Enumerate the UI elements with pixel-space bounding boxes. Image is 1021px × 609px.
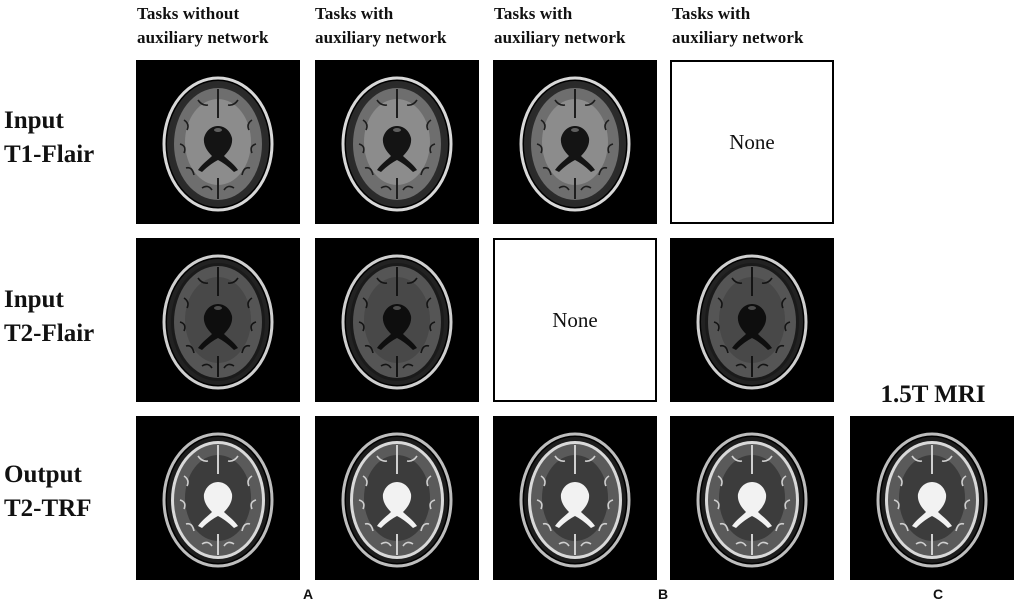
mri-slice-t1-col1 [136, 60, 300, 224]
column-header-2-line2: auxiliary network [315, 28, 447, 47]
panel-label-b: B [657, 586, 669, 602]
brain-slice-graphic [493, 416, 657, 580]
column-header-3-line1: Tasks with [494, 4, 573, 23]
row-label-input-t2: Input T2-Flair [4, 283, 132, 351]
column-header-4: Tasks with auxiliary network [672, 2, 862, 50]
column-header-1-line1: Tasks without [137, 4, 240, 23]
row-label-input-t1-line1: Input [4, 107, 64, 134]
column-header-4-line2: auxiliary network [672, 28, 804, 47]
mri-slice-t1-col2 [315, 60, 479, 224]
mri-slice-t1-col3 [493, 60, 657, 224]
row-label-output-line2: T2-TRF [4, 495, 92, 522]
column-header-2-line1: Tasks with [315, 4, 394, 23]
empty-cell-label: None [552, 308, 598, 332]
mri-slice-flair-col2 [315, 238, 479, 402]
row-label-input-t1-line2: T1-Flair [4, 141, 95, 168]
row-label-output-line1: Output [4, 461, 82, 488]
brain-slice-graphic [850, 416, 1014, 580]
brain-slice-graphic [315, 60, 479, 224]
mri-slice-output-col3 [493, 416, 657, 580]
column-header-3: Tasks with auxiliary network [494, 2, 684, 50]
brain-slice-graphic [315, 416, 479, 580]
brain-slice-graphic [136, 60, 300, 224]
mri-slice-reference [850, 416, 1014, 580]
brain-slice-graphic [315, 238, 479, 402]
mri-slice-output-col2 [315, 416, 479, 580]
panel-label-c: C [932, 586, 944, 602]
row-label-input-t2-line2: T2-Flair [4, 320, 95, 347]
empty-cell-flair-col3: None [493, 238, 657, 402]
empty-cell-t1-col4: None [670, 60, 834, 224]
brain-slice-graphic [493, 60, 657, 224]
reference-label: 1.5T MRI [880, 381, 986, 408]
column-header-2: Tasks with auxiliary network [315, 2, 505, 50]
panel-label-a: A [302, 586, 314, 602]
brain-slice-graphic [670, 238, 834, 402]
row-label-input-t1: Input T1-Flair [4, 104, 132, 172]
brain-slice-graphic [670, 416, 834, 580]
column-header-1-line2: auxiliary network [137, 28, 269, 47]
column-header-1: Tasks without auxiliary network [137, 2, 327, 50]
brain-slice-graphic [136, 416, 300, 580]
column-header-4-line1: Tasks with [672, 4, 751, 23]
mri-slice-flair-col4 [670, 238, 834, 402]
mri-slice-output-col1 [136, 416, 300, 580]
row-label-output-t2trf: Output T2-TRF [4, 458, 132, 526]
mri-slice-flair-col1 [136, 238, 300, 402]
column-header-3-line2: auxiliary network [494, 28, 626, 47]
row-label-input-t2-line1: Input [4, 286, 64, 313]
mri-slice-output-col4 [670, 416, 834, 580]
empty-cell-label: None [729, 130, 775, 154]
brain-slice-graphic [136, 238, 300, 402]
